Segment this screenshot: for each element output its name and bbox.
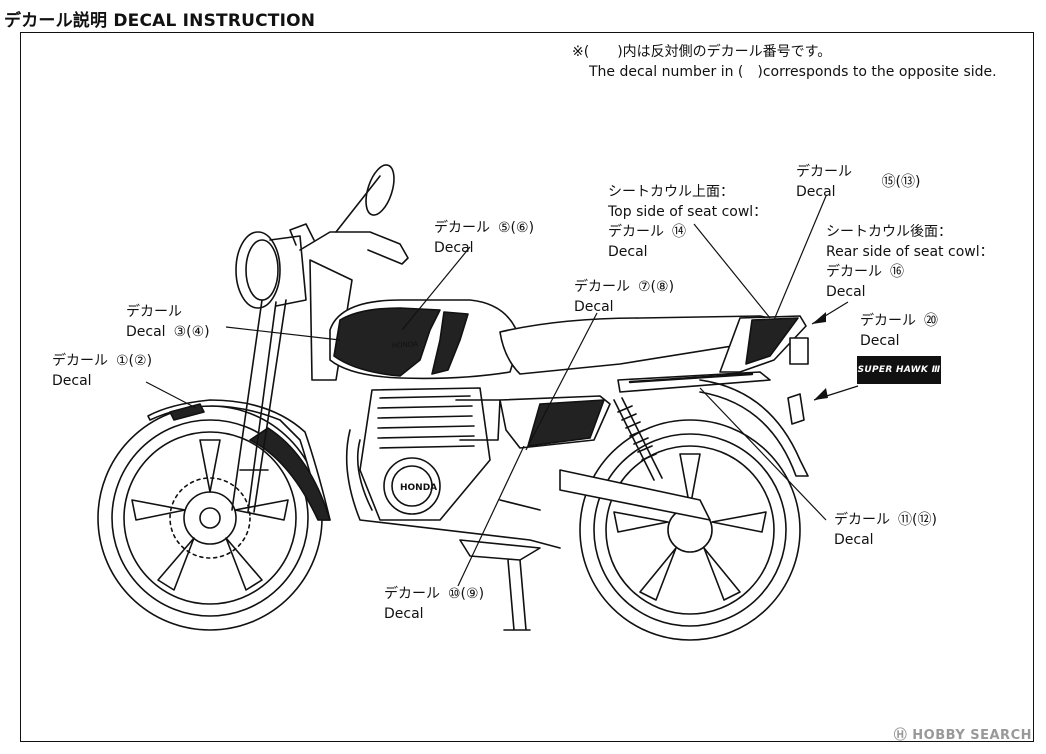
label-decal-16-jp1: シートカウル後面： xyxy=(826,224,952,240)
headlight xyxy=(235,231,281,309)
label-decal-16-en1: Rear side of seat cowl： xyxy=(826,244,994,260)
diagram-frame xyxy=(20,32,1034,742)
pointer-14 xyxy=(693,223,771,319)
pointer-5 xyxy=(401,246,471,331)
rear-shock xyxy=(613,397,663,481)
pointer-11 xyxy=(699,387,827,521)
label-decal-10-en: Decal xyxy=(384,606,424,622)
label-decal-16-en: Decal xyxy=(826,284,866,300)
note-jp: ※( )内は反対側のデカール番号です。 xyxy=(572,44,832,60)
label-decal-3-num: ③(④) xyxy=(173,324,210,340)
label-decal-1-en: Decal xyxy=(52,373,92,389)
pointer-3 xyxy=(225,326,341,341)
label-decal-20-num: ⑳ xyxy=(924,313,938,329)
pointer-15 xyxy=(773,195,827,321)
label-decal-7-num: ⑦(⑧) xyxy=(638,279,675,295)
label-decal-10-num: ⑩(⑨) xyxy=(448,586,485,602)
label-decal-14-jp1: シートカウル上面： xyxy=(608,184,734,200)
rear-wheel xyxy=(579,419,801,641)
engine xyxy=(359,387,501,521)
super-hawk-decal: SUPER HAWK Ⅲ xyxy=(857,356,941,384)
tail-light xyxy=(789,337,809,365)
front-fender xyxy=(147,399,331,521)
label-decal-7-en: Decal xyxy=(574,299,614,315)
engine-text: HONDA xyxy=(400,483,437,493)
rear-fender xyxy=(699,379,809,477)
label-decal-15-jp: デカール xyxy=(796,164,852,180)
label-decal-14-en1: Top side of seat cowl： xyxy=(608,204,768,220)
pointer-10 xyxy=(457,445,525,587)
note-en: The decal number in ( )corresponds to th… xyxy=(589,64,997,80)
page-title: デカール説明 DECAL INSTRUCTION xyxy=(4,11,316,31)
label-decal-1-num: ①(②) xyxy=(116,353,153,369)
label-decal-5-en: Decal xyxy=(434,240,474,256)
pointer-1 xyxy=(145,381,197,409)
label-decal-15-num: ⑮(⑬) xyxy=(881,174,921,190)
handlebar xyxy=(299,231,409,265)
mirror xyxy=(365,164,395,216)
exhaust xyxy=(345,429,561,549)
watermark: Ⓗ HOBBY SEARCH xyxy=(893,728,1032,743)
swingarm xyxy=(559,469,711,521)
label-decal-16-num: ⑯ xyxy=(890,264,904,280)
label-decal-11-num: ⑪(⑫) xyxy=(898,512,937,528)
front-fork xyxy=(231,299,287,513)
label-decal-15-en: Decal⑮(⑬) xyxy=(796,174,921,200)
label-decal-20-en: Decal xyxy=(860,333,900,349)
front-wheel xyxy=(97,405,323,631)
label-decal-5-num: ⑤(⑥) xyxy=(498,220,535,236)
kickstand xyxy=(503,559,531,631)
pointer-7 xyxy=(525,312,598,451)
label-decal-14-en: Decal xyxy=(608,244,648,260)
label-decal-14-num: ⑭ xyxy=(672,224,686,240)
tank-text: HONDA xyxy=(392,340,419,350)
label-decal-11-en: Decal xyxy=(834,532,874,548)
label-decal-3-jp: デカール xyxy=(126,304,182,320)
